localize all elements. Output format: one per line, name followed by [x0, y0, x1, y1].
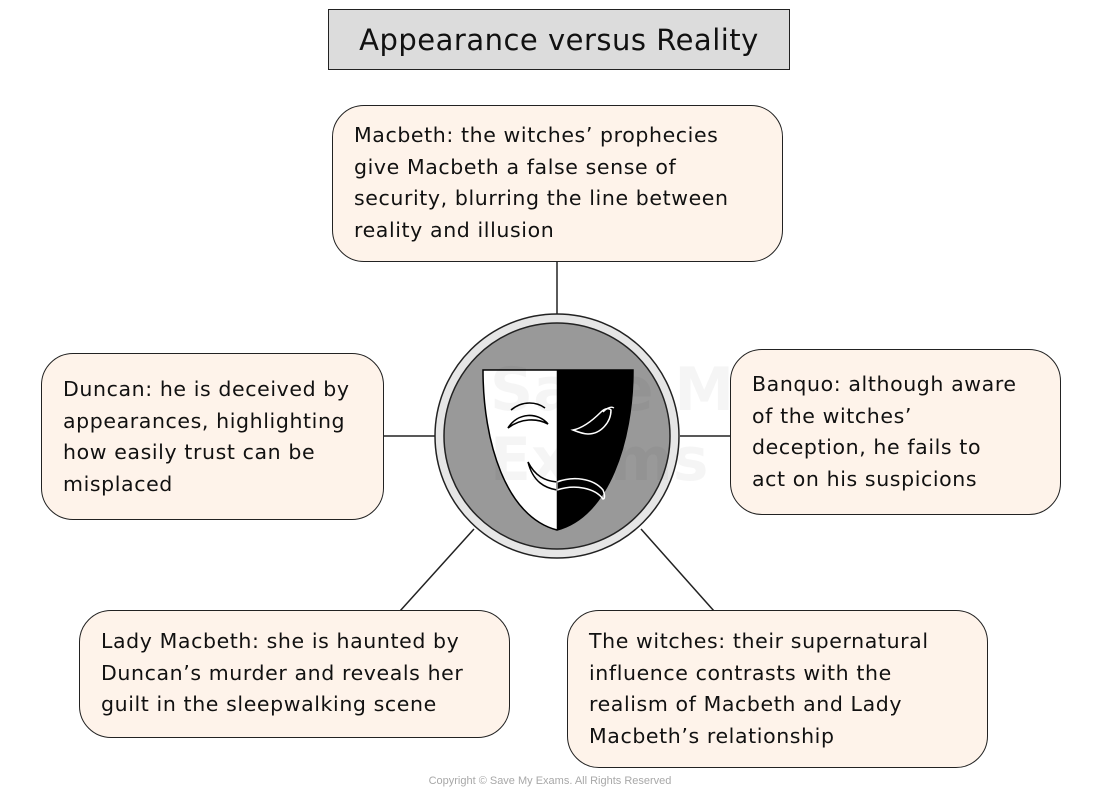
card-text-line: influence contrasts with the — [589, 660, 892, 685]
card-text-line: reality and illusion — [354, 217, 555, 242]
diagram-title: Appearance versus Reality — [328, 9, 790, 70]
card-banquo: Banquo: although aware of the witches’ d… — [730, 349, 1061, 515]
card-text-line: deception, he fails to — [752, 435, 982, 459]
card-text-line: Macbeth: the witches’ prophecies — [354, 123, 719, 147]
card-text-line: Duncan: he is deceived by — [63, 377, 350, 401]
card-text-line: misplaced — [63, 471, 173, 496]
card-text-line: Banquo: although aware — [752, 372, 1017, 396]
card-text-line: appearances, highlighting — [63, 408, 346, 433]
card-text-line: how easily trust can be — [63, 440, 316, 464]
card-text-line: realism of Macbeth and Lady — [589, 692, 903, 716]
card-macbeth: Macbeth: the witches’ prophecies give Ma… — [332, 105, 783, 262]
card-text-line: of the witches’ — [752, 403, 913, 428]
card-text-line: guilt in the sleepwalking scene — [101, 692, 437, 716]
card-duncan: Duncan: he is deceived by appearances, h… — [41, 353, 384, 520]
card-text-line: Lady Macbeth: she is haunted by — [101, 629, 460, 653]
card-text-line: act on his suspicions — [752, 466, 978, 491]
card-text-line: The witches: their supernatural — [589, 629, 929, 653]
copyright-notice: Copyright © Save My Exams. All Rights Re… — [428, 775, 672, 787]
diagram-title-text: Appearance versus Reality — [359, 22, 759, 57]
card-witches: The witches: their supernatural influenc… — [567, 610, 988, 768]
card-text-line: security, blurring the line between — [354, 186, 729, 210]
card-lady-macbeth: Lady Macbeth: she is haunted by Duncan’s… — [79, 610, 510, 738]
card-text-line: give Macbeth a false sense of — [354, 154, 677, 179]
card-text-line: Duncan’s murder and reveals her — [101, 660, 464, 685]
comedy-tragedy-mask-icon — [434, 313, 680, 559]
card-text-line: Macbeth’s relationship — [589, 723, 835, 748]
